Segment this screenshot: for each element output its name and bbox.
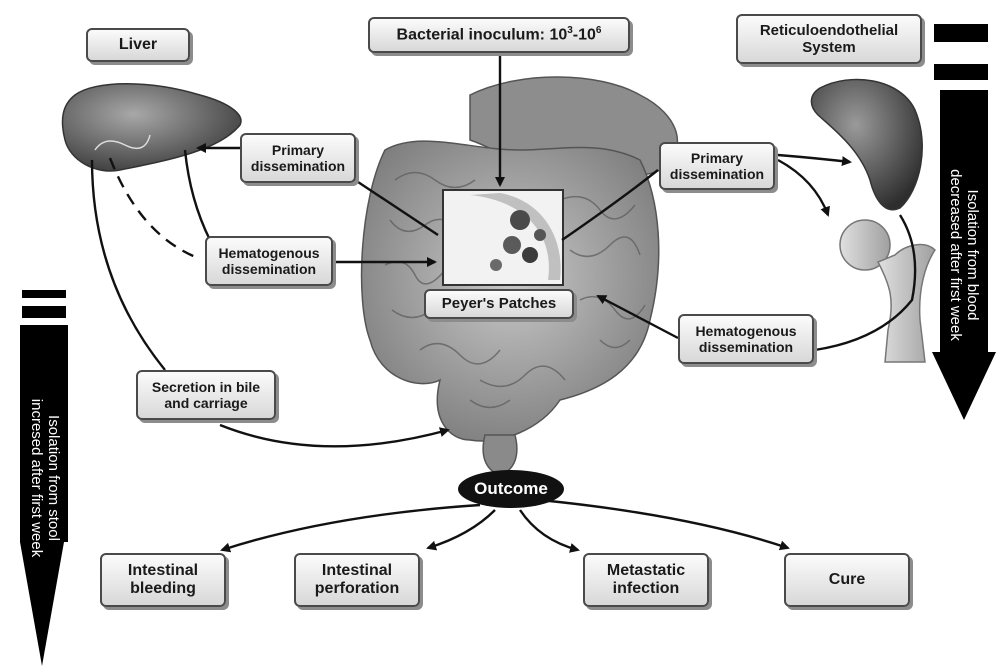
cure-text: Cure — [829, 571, 865, 589]
arrow-bile-to-intestine — [220, 425, 448, 446]
hematogenous-dissemination-left: Hematogenous dissemination — [205, 236, 333, 286]
line-liver-to-bile — [92, 160, 165, 370]
bleeding-line2: bleeding — [128, 580, 198, 598]
reticuloendothelial-system-label: Reticuloendothelial System — [736, 14, 922, 64]
peyers-patches-label: Peyer's Patches — [424, 289, 574, 319]
intestinal-bleeding-box: Intestinal bleeding — [100, 553, 226, 607]
arrow-primary-to-bone — [778, 160, 828, 215]
bacterial-inoculum-label: Bacterial inoculum: 103-106 — [368, 17, 630, 53]
perforation-line2: perforation — [315, 580, 399, 598]
primary-left-text: Primary dissemination — [251, 142, 345, 174]
inoculum-mid: -10 — [573, 26, 596, 43]
intestinal-perforation-box: Intestinal perforation — [294, 553, 420, 607]
primary-left-line2: dissemination — [251, 158, 345, 174]
blood-isolation-label: Isolation from blood decreased after fir… — [947, 169, 981, 341]
inoculum-text: Bacterial inoculum: 103-106 — [397, 25, 602, 45]
spleen-illustration — [811, 79, 922, 209]
stool-arrow-bar-top — [22, 290, 66, 298]
liver-label-text: Liver — [119, 36, 157, 54]
primary-right-text: Primary dissemination — [670, 150, 764, 182]
bleeding-line1: Intestinal — [128, 562, 198, 580]
arrow-outcome-cure — [540, 500, 788, 548]
primary-dissemination-right: Primary dissemination — [659, 142, 775, 190]
stool-arrow-bar-mid — [22, 306, 66, 318]
liver-illustration — [62, 84, 240, 171]
bleeding-text: Intestinal bleeding — [128, 562, 198, 599]
blood-arrow-bar-mid — [934, 64, 988, 80]
hemat-left-line1: Hematogenous — [218, 245, 319, 261]
res-line1: Reticuloendothelial — [760, 22, 898, 39]
primary-left-line1: Primary — [251, 142, 345, 158]
hemat-left-line2: dissemination — [218, 261, 319, 277]
arrow-outcome-perforation — [428, 510, 495, 548]
hemat-right-line1: Hematogenous — [695, 323, 796, 339]
metastatic-infection-box: Metastatic infection — [583, 553, 709, 607]
stool-isolation-label: Isolation from stool incresed after firs… — [28, 399, 62, 557]
bile-text: Secretion in bile and carriage — [152, 379, 260, 411]
line-liver-to-hemat-left — [185, 150, 210, 240]
stool-label-line2: incresed after first week — [28, 399, 45, 557]
liver-label: Liver — [86, 28, 190, 62]
blood-label-line1: Isolation from blood — [964, 190, 981, 321]
perforation-text: Intestinal perforation — [315, 562, 399, 599]
res-text: Reticuloendothelial System — [760, 22, 898, 57]
hemat-right-text: Hematogenous dissemination — [695, 323, 796, 355]
primary-dissemination-left: Primary dissemination — [240, 133, 356, 183]
hematogenous-dissemination-right: Hematogenous dissemination — [678, 314, 814, 364]
bile-line1: Secretion in bile — [152, 379, 260, 395]
rectum-illustration — [483, 435, 517, 475]
stool-label-line1: Isolation from stool — [45, 415, 62, 541]
outcome-text: Outcome — [474, 479, 548, 499]
metastatic-line1: Metastatic — [607, 562, 685, 580]
arrow-primary-to-spleen — [778, 155, 850, 162]
primary-right-line1: Primary — [670, 150, 764, 166]
outcome-node: Outcome — [458, 470, 564, 508]
bile-line2: and carriage — [152, 395, 260, 411]
metastatic-line2: infection — [607, 580, 685, 598]
inoculum-prefix: Bacterial inoculum: 10 — [397, 26, 568, 43]
blood-arrow-bar-top — [934, 24, 988, 42]
peyers-text: Peyer's Patches — [442, 295, 556, 312]
metastatic-text: Metastatic infection — [607, 562, 685, 599]
hemat-left-text: Hematogenous dissemination — [218, 245, 319, 277]
inoculum-exp-2: 6 — [596, 25, 602, 36]
hemat-right-line2: dissemination — [695, 339, 796, 355]
blood-label-line2: decreased after first week — [947, 169, 964, 341]
perforation-line1: Intestinal — [315, 562, 399, 580]
secretion-bile-label: Secretion in bile and carriage — [136, 370, 276, 420]
cure-box: Cure — [784, 553, 910, 607]
arrow-outcome-metastatic — [520, 510, 578, 550]
res-line2: System — [760, 39, 898, 56]
dashed-liver-hemat — [110, 158, 198, 258]
primary-right-line2: dissemination — [670, 166, 764, 182]
